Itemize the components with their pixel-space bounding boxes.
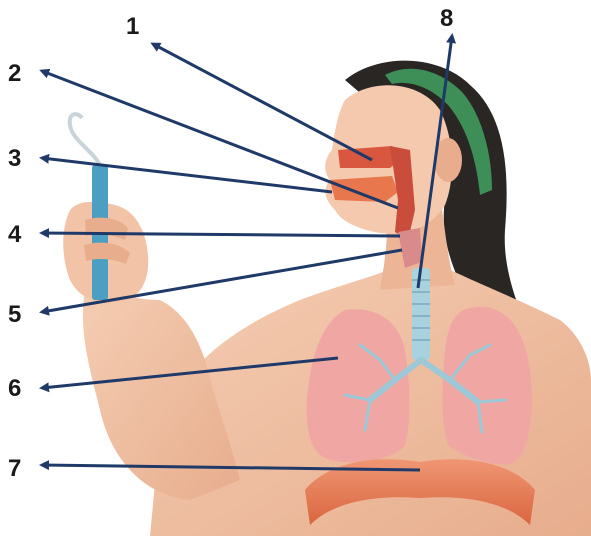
label-8: 8 <box>440 5 453 32</box>
label-3: 3 <box>8 145 21 172</box>
oral-cavity <box>330 176 398 202</box>
label-4: 4 <box>8 221 22 248</box>
smoke <box>70 114 100 165</box>
label-5: 5 <box>8 301 21 328</box>
trachea <box>412 268 430 360</box>
label-7: 7 <box>8 455 21 482</box>
arrow-3 <box>42 158 332 192</box>
label-6: 6 <box>8 375 21 402</box>
arrow-1 <box>153 44 372 160</box>
label-1: 1 <box>126 13 139 40</box>
label-2: 2 <box>8 60 21 87</box>
